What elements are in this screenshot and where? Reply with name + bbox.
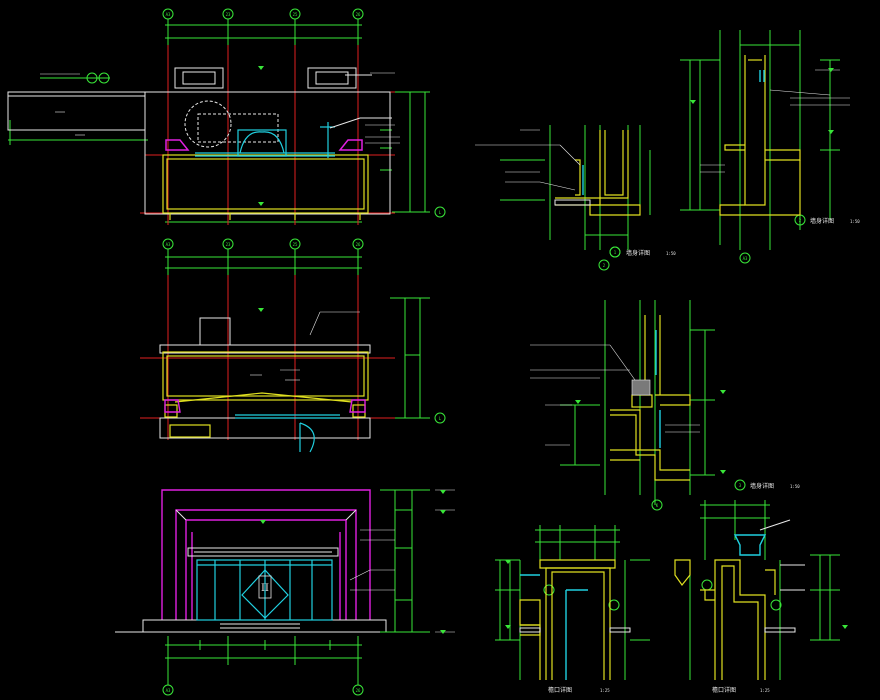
section-1-hatch	[554, 199, 591, 206]
wall-section-1: 1 墙身详图 1:50 2	[475, 125, 676, 271]
axis-label: 23	[226, 12, 231, 17]
top-plan-columns	[165, 139, 363, 151]
mid-plan-dimensions	[165, 249, 446, 424]
section-3-axis: K	[656, 503, 659, 508]
top-plan-text-lines	[40, 72, 400, 144]
top-plan-leaders	[329, 74, 392, 129]
section-3-glass	[655, 330, 661, 448]
section-1-scale: 1:50	[666, 251, 676, 256]
elevation-leaders	[349, 489, 455, 633]
section-3-label: 墙身详图	[750, 482, 774, 490]
top-plan-section-marks	[86, 72, 446, 218]
section-2-dimensions	[680, 30, 840, 264]
section-2-number: 2	[799, 218, 802, 223]
axis-label: 26	[356, 242, 361, 247]
elevation-frame	[161, 489, 371, 620]
top-plan-outline	[7, 67, 391, 215]
section-1-number: 1	[614, 250, 617, 255]
eave-section-5: 檐口详图 1:25	[674, 500, 840, 694]
section-3-grey-block	[631, 379, 651, 396]
section-1-walls	[555, 130, 641, 216]
section-2-axis: A3	[743, 256, 748, 261]
section-3-leaders	[530, 344, 700, 446]
axis-label-right-top: L	[439, 210, 442, 215]
door-mark-label: II	[261, 583, 269, 594]
section-3-scale: 1:50	[790, 484, 800, 489]
section-2-walls	[719, 55, 801, 216]
axis-label: A3	[166, 12, 171, 17]
section-5-hatch	[759, 519, 805, 633]
section-5-scale: 1:25	[760, 688, 770, 693]
axis-label: A3	[166, 688, 171, 693]
section-1-leaders	[475, 129, 581, 191]
section-4-walls	[519, 559, 616, 680]
elevation-glass-door	[196, 559, 333, 621]
section-5-walls	[674, 559, 776, 680]
mid-plan-leaders	[250, 311, 360, 381]
section-1-title: 1 墙身详图 1:50 2	[603, 246, 676, 268]
section-3-number: 3	[739, 483, 742, 488]
axis-label-right-mid: L	[439, 416, 442, 421]
wall-section-2: 2 墙身详图 1:50 A3	[680, 30, 861, 264]
top-plan-view: A3 23 25 26	[7, 8, 446, 225]
section-4-glass	[520, 574, 588, 680]
section-3-walls	[610, 315, 691, 481]
axis-label: 25	[293, 242, 298, 247]
section-2-leaders	[700, 69, 850, 173]
level-markers	[258, 66, 848, 634]
section-4-label: 檐口详图	[548, 686, 572, 694]
top-plan-axis-lines	[140, 45, 395, 225]
section-4-scale: 1:25	[600, 688, 610, 693]
top-plan-walls	[162, 154, 369, 220]
top-plan-dimensions	[8, 19, 430, 223]
section-5-dimensions	[689, 500, 840, 680]
section-1-axis: 2	[603, 263, 606, 268]
elevation-dimensions	[162, 489, 430, 696]
elevation-door-mark: II	[258, 575, 272, 599]
eave-section-4: 檐口详图 1:25	[495, 525, 650, 694]
section-5-title: 檐口详图 1:25	[712, 686, 770, 694]
mid-plan-view: A3 23 25 26	[140, 238, 446, 453]
section-2-glass	[759, 70, 765, 82]
section-4-hatch	[519, 627, 631, 633]
top-plan-door	[195, 122, 335, 158]
section-4-dimensions	[495, 525, 650, 680]
top-plan-axis-markers: A3 23 25 26	[162, 8, 364, 20]
section-2-title: 2 墙身详图 1:50 A3	[743, 217, 861, 261]
section-2-label: 墙身详图	[810, 217, 834, 225]
elevation-outline	[115, 509, 410, 633]
axis-label: A3	[166, 242, 171, 247]
axis-label: 26	[356, 688, 361, 693]
section-2-scale: 1:50	[850, 219, 860, 224]
section-3-title: 3 墙身详图 1:50 K	[656, 482, 800, 508]
front-elevation-view: II A3 26	[115, 489, 455, 696]
wall-section-3: 3 墙身详图 1:50 K	[530, 300, 800, 511]
axis-label: 26	[356, 12, 361, 17]
axis-label: 25	[293, 12, 298, 17]
axis-label: 23	[226, 242, 231, 247]
section-1-label: 墙身详图	[626, 249, 650, 257]
section-5-column-cap	[733, 534, 767, 556]
section-5-label: 檐口详图	[712, 686, 736, 694]
mid-plan-door	[235, 414, 340, 453]
mid-plan-outline	[159, 317, 371, 439]
mid-plan-walls	[162, 351, 369, 438]
mid-plan-columns	[164, 399, 366, 413]
mid-plan-axis-markers: A3 23 25 26	[162, 238, 364, 250]
section-4-title: 檐口详图 1:25	[548, 686, 610, 694]
